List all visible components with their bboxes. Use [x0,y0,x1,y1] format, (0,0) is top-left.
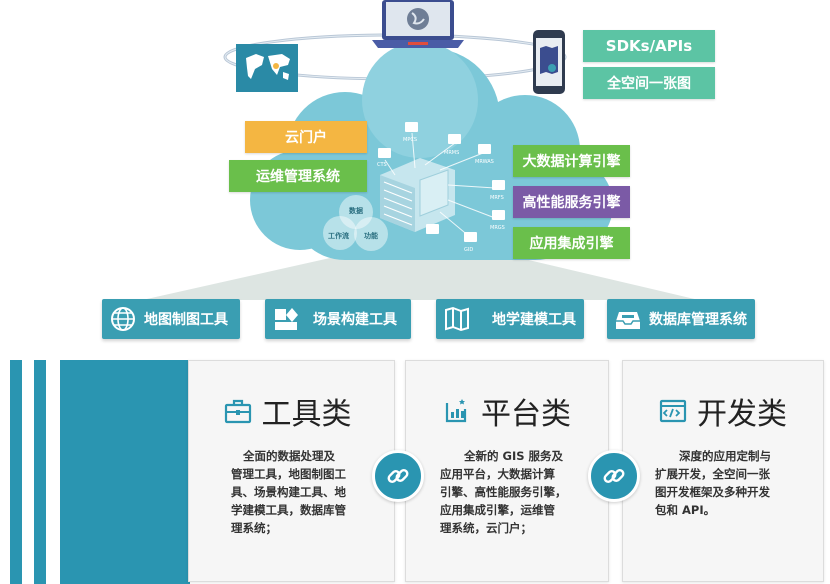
node-label-mrgs: MRGS [490,225,505,231]
card-desc-line: 扩展开发，全空间一张 [655,467,770,481]
link-badge [372,450,424,502]
tool-map-making: 地图制图工具 [102,299,240,339]
tool-scene-building: 场景构建工具 [265,299,411,339]
database-tray-icon [616,312,640,329]
chart-icon [445,399,467,423]
card-description: 深度的应用定制与 扩展开发，全空间一张 图开发框架及多种开发 包和 API。 [655,447,771,519]
card-desc-line: 包和 API。 [655,503,716,517]
chain-link-icon [387,469,409,483]
link-badge [588,450,640,502]
node-labels: MPCS MRMS MRWAS CTS MRFS MRGS GID [377,137,505,253]
card-desc-line: 应用集成引擎，运维管 [440,503,555,517]
card-platform: 平台类 全新的 GIS 服务及 应用平台，大数据计算 引擎、高性能服务引擎， 应… [405,360,609,582]
venn-bubbles: 数据 工作流 功能 [323,195,388,251]
bubble-function: 功能 [364,231,378,240]
card-desc-line: 图开发框架及多种开发 [655,485,770,499]
bubble-data: 数据 [349,206,363,215]
decorative-stripe [34,360,46,584]
card-header: 开发类 [623,389,823,433]
card-title: 开发类 [697,397,787,432]
card-desc-line: 理系统，云门户； [440,521,532,535]
card-desc-line: 引擎、高性能服务引擎， [440,485,567,499]
node-label-cts: CTS [377,162,387,168]
card-desc-line: 理系统； [231,521,277,535]
folded-map-icon [445,306,469,332]
node-label-mpcs: MPCS [403,137,417,143]
card-desc-line: 管理工具，地图制图工 [231,467,346,481]
node-connectors [384,132,496,238]
card-desc-line: 应用平台，大数据计算 [440,467,555,481]
bigdata-engine-label: 大数据计算引擎 [513,145,630,177]
card-desc-line: 学建模工具，数据库管 [231,503,346,517]
beam-shape [142,258,699,300]
card-header: 工具类 [181,389,394,433]
globe-icon [111,307,135,331]
server-cluster-icon [380,158,455,232]
node-label-mrms: MRMS [444,150,459,156]
cloud-portal-label: 云门户 [245,121,367,153]
decorative-stripe [10,360,22,584]
chain-link-icon [603,469,625,483]
tool-label: 数据库管理系统 [649,312,747,328]
bubble-workflow: 工作流 [328,231,349,240]
node-label-mrwas: MRWAS [475,159,494,165]
card-title: 平台类 [481,397,571,432]
tool-label: 场景构建工具 [313,312,397,328]
shapes-icon [275,308,298,330]
sdk-apis-label: SDKs/APIs [583,30,715,62]
hpc-engine-label: 高性能服务引擎 [513,186,630,218]
node-monitors [378,122,505,242]
card-desc-line: 全新的 GIS 服务及 [464,449,564,463]
world-map-icon [236,44,298,92]
tool-label: 地图制图工具 [144,312,228,328]
code-window-icon [659,399,687,423]
node-label-gid: GID [464,247,473,253]
card-desc-line: 全面的数据处理及 [243,449,335,463]
card-description: 全新的 GIS 服务及 应用平台，大数据计算 引擎、高性能服务引擎， 应用集成引… [440,447,567,537]
laptop-icon [372,0,464,48]
integration-engine-label: 应用集成引擎 [513,227,630,259]
tool-database-management: 数据库管理系统 [607,299,755,339]
card-title: 工具类 [261,397,352,432]
all-space-map-label: 全空间一张图 [583,67,715,99]
card-description: 全面的数据处理及 管理工具，地图制图工 具、场景构建工具、地 学建模工具，数据库… [231,447,346,537]
card-development: 开发类 深度的应用定制与 扩展开发，全空间一张 图开发框架及多种开发 包和 AP… [622,360,824,582]
tool-label: 地学建模工具 [492,312,576,328]
phone-icon [533,30,565,94]
card-tools: 工具类 全面的数据处理及 管理工具，地图制图工 具、场景构建工具、地 学建模工具… [188,360,395,582]
card-desc-line: 深度的应用定制与 [679,449,771,463]
ops-system-label: 运维管理系统 [229,160,367,192]
card-header: 平台类 [406,389,608,433]
node-label-mrfs: MRFS [490,195,504,201]
tool-geo-modeling: 地学建模工具 [436,299,584,339]
toolbox-icon [224,399,251,424]
decorative-block [60,360,190,584]
card-desc-line: 具、场景构建工具、地 [231,485,346,499]
